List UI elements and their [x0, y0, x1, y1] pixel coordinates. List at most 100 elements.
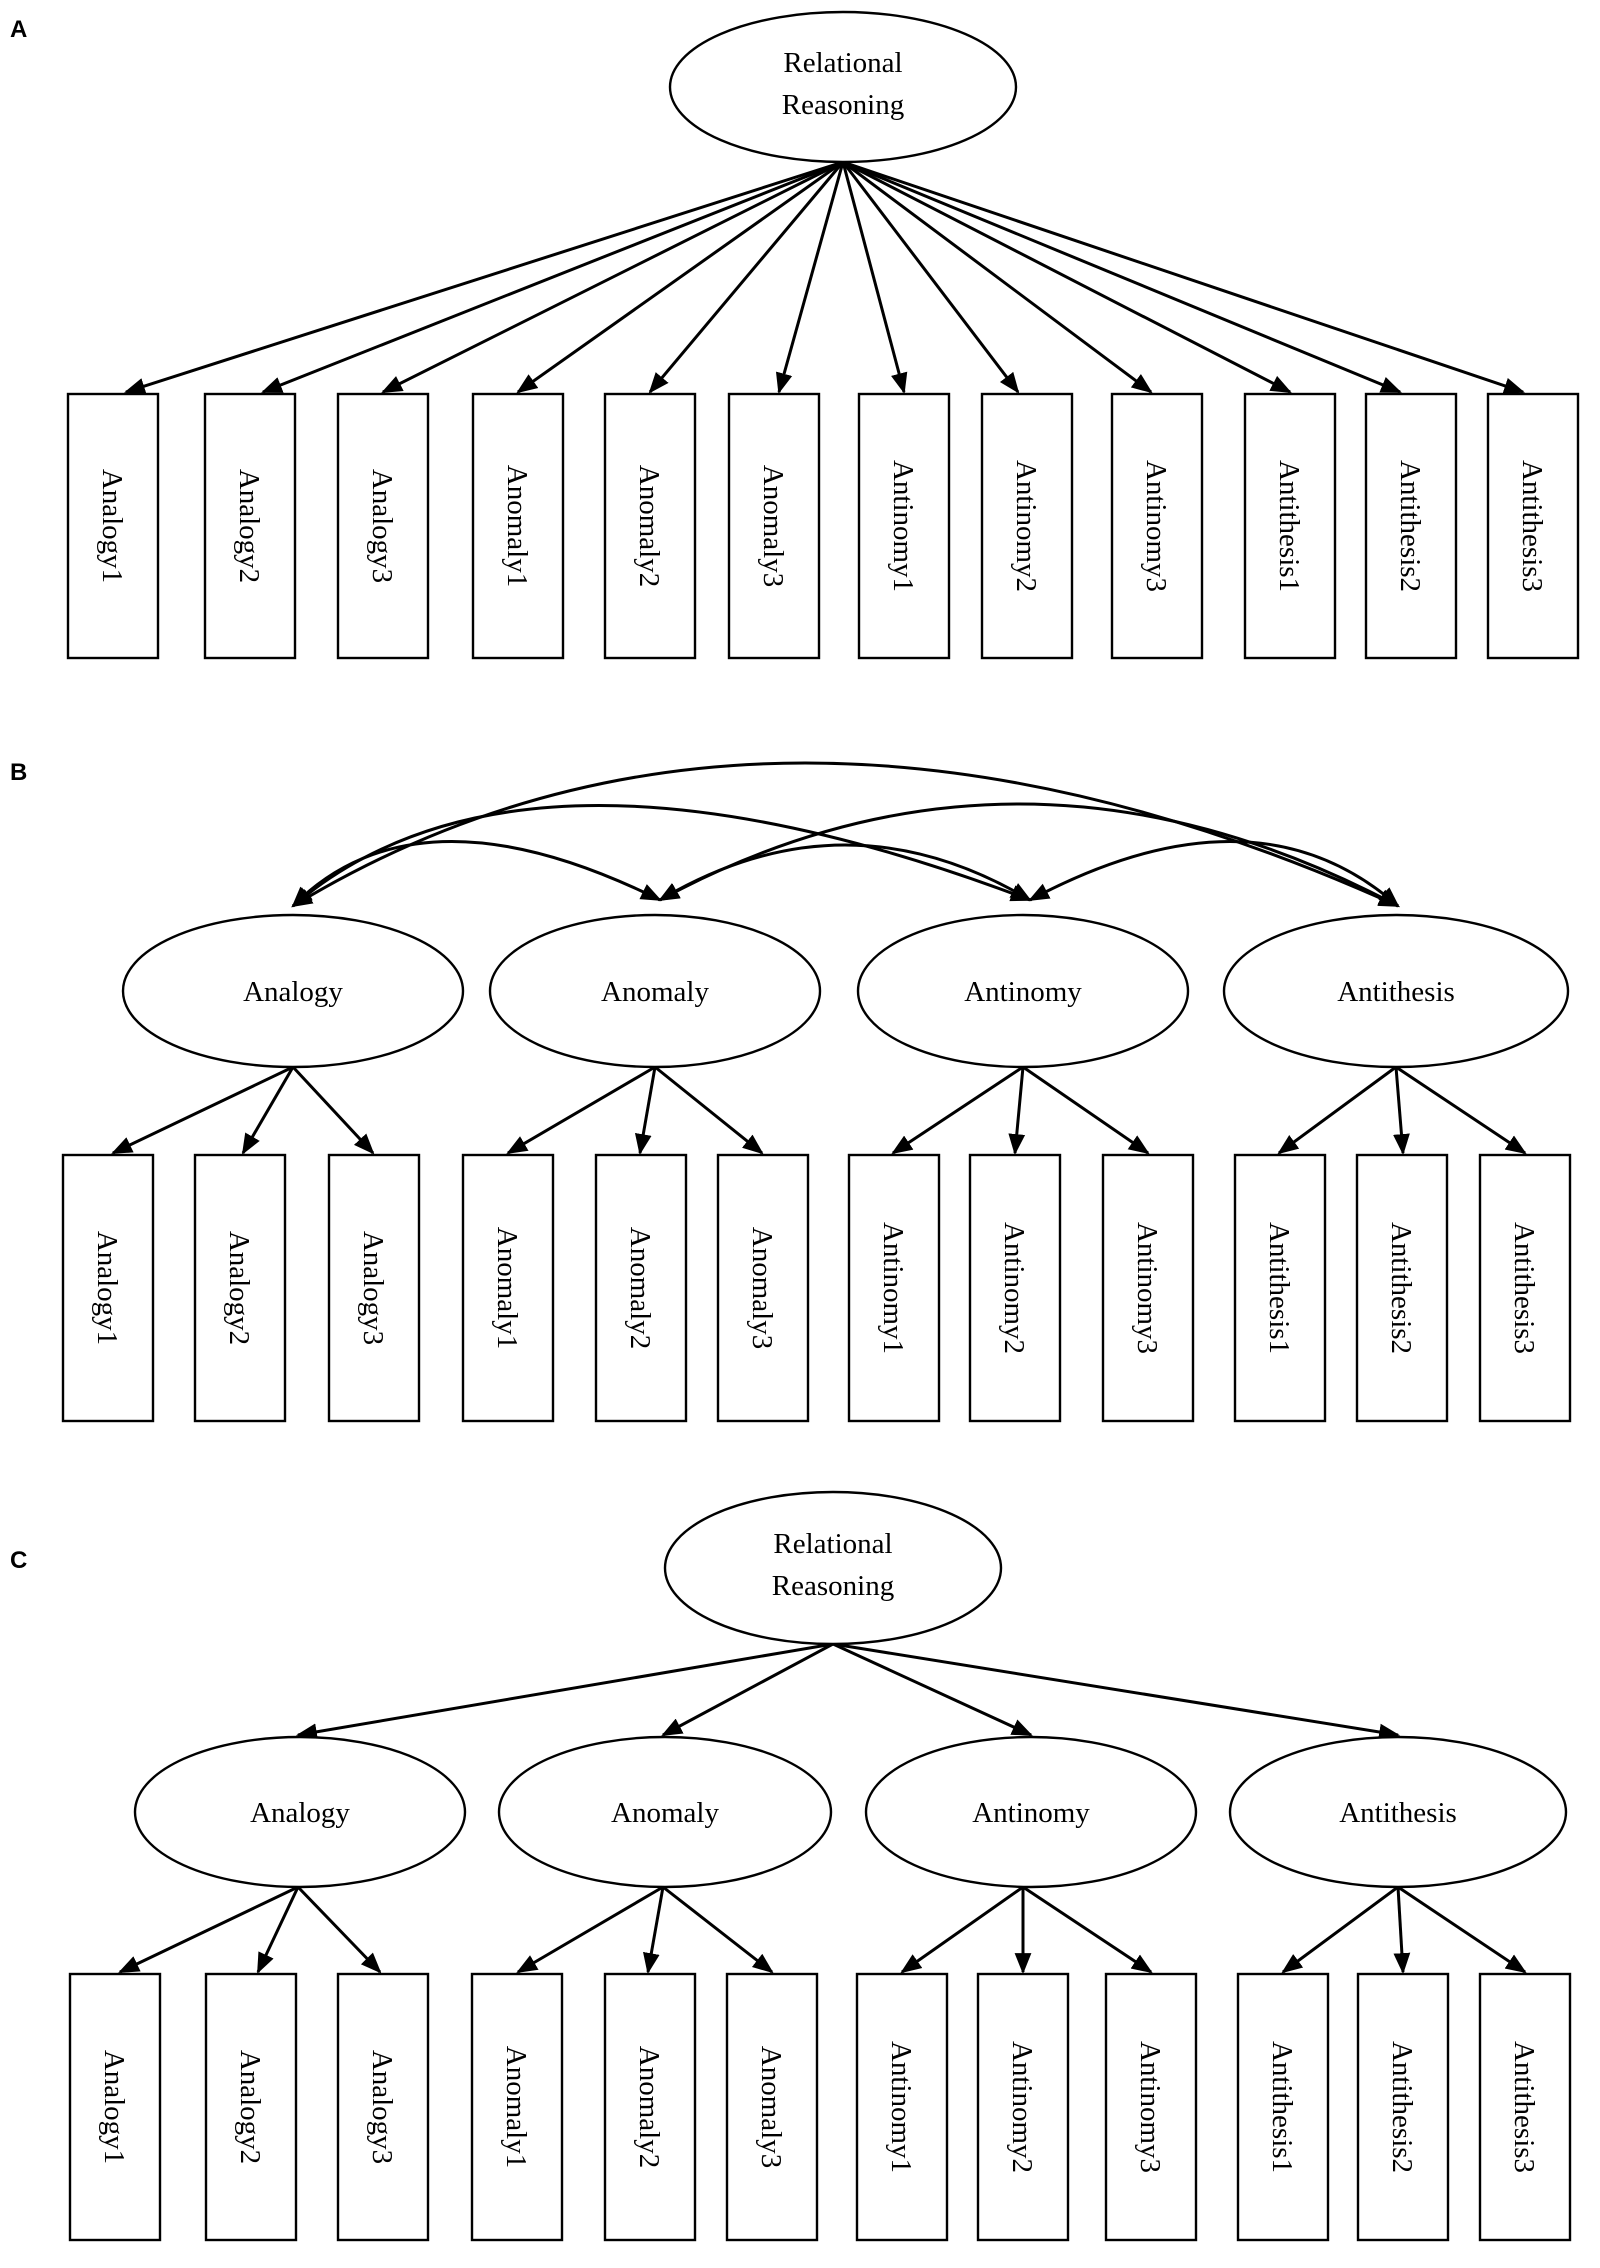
edge-c-6: [662, 1885, 774, 1974]
edge-b-3: [291, 1065, 375, 1155]
panel-a: A Relational Reasoning Analogy1 Analogy2…: [10, 10, 1580, 660]
indicator-box: Antithesis3: [1478, 1972, 1572, 2242]
loadings-b: [111, 1065, 1527, 1156]
factor-anomaly-c: Anomaly: [497, 1735, 833, 1889]
indicator-label: Analogy2: [234, 2050, 266, 2164]
indicator-box: Analogy1: [61, 1153, 155, 1423]
edge-c-4: [516, 1885, 664, 1974]
indicator-box: Antithesis1: [1243, 392, 1337, 660]
panel-b: B Analogy Anomaly Antinomy: [10, 759, 1572, 1423]
edge-b-12: [1395, 1065, 1527, 1155]
factor-ellipse: [663, 1490, 1003, 1646]
factor-label: Analogy: [250, 1797, 350, 1829]
edge-c-1: [118, 1885, 299, 1974]
edge-b-7: [891, 1065, 1024, 1155]
factor-analogy-c: Analogy: [133, 1735, 467, 1889]
edge-c-2: [256, 1886, 300, 1974]
indicator-box: Anomaly1: [471, 392, 565, 660]
indicator-box: Antinomy3: [1101, 1153, 1195, 1423]
indicator-label: Antinomy2: [998, 1222, 1030, 1354]
indicator-label: Antinomy1: [885, 2041, 917, 2173]
covariance-analogy-antinomy: [291, 804, 1032, 908]
indicator-label: Antithesis2: [1385, 1222, 1417, 1354]
indicator-box: Antinomy2: [968, 1153, 1062, 1423]
covariance-anomaly-antithesis: [658, 802, 1400, 908]
edge-c-top-1: [295, 1642, 834, 1741]
indicator-label: Anomaly1: [500, 2046, 532, 2168]
indicator-label: Analogy2: [223, 1231, 255, 1345]
indicator-label: Anomaly1: [501, 465, 533, 587]
indicator-box: Analogy1: [66, 392, 160, 660]
factor-label-line2: Reasoning: [782, 89, 904, 121]
edge-a-1: [124, 160, 844, 395]
edge-a-6: [775, 161, 845, 395]
indicator-box: Anomaly2: [603, 1972, 697, 2242]
factors-b: Analogy Anomaly Antinomy Antithesis: [121, 913, 1570, 1069]
edge-c-9: [1022, 1885, 1153, 1974]
indicator-box: Anomaly3: [725, 1972, 819, 2242]
edge-b-9: [1022, 1065, 1150, 1155]
indicator-box: Anomaly2: [603, 392, 697, 660]
indicator-label: Anomaly3: [755, 2046, 787, 2168]
indicator-row-b: Analogy1 Analogy2 Analogy3 Anomaly1 Anom…: [61, 1153, 1572, 1423]
indicator-label: Antithesis2: [1394, 460, 1426, 592]
edge-a-11: [842, 160, 1402, 394]
indicator-label: Analogy2: [233, 469, 265, 583]
indicator-box: Anomaly1: [461, 1153, 555, 1423]
indicator-box: Analogy3: [336, 392, 430, 660]
indicator-box: Antinomy1: [855, 1972, 949, 2242]
indicator-label: Antinomy3: [1131, 1222, 1163, 1354]
indicator-box: Analogy3: [336, 1972, 430, 2242]
indicator-label: Antinomy2: [1006, 2041, 1038, 2173]
edge-a-8: [841, 161, 1020, 394]
indicator-label: Analogy1: [91, 1231, 123, 1345]
factor-label: Anomaly: [601, 976, 709, 1008]
indicator-box: Anomaly1: [470, 1972, 564, 2242]
edge-b-5: [634, 1066, 657, 1156]
covariance-analogy-anomaly: [291, 839, 662, 908]
edge-a-9: [842, 160, 1153, 394]
edge-c-top-4: [832, 1642, 1401, 1741]
factor-label: Antithesis: [1339, 1797, 1457, 1829]
edge-b-10: [1277, 1065, 1397, 1155]
factor-label: Antinomy: [972, 1797, 1090, 1829]
edge-c-12: [1397, 1885, 1527, 1974]
indicator-box: Antinomy2: [976, 1972, 1070, 2242]
edge-c-10: [1281, 1885, 1399, 1974]
factor-correlations-b: [291, 761, 1400, 908]
indicator-label: Antithesis1: [1273, 460, 1305, 592]
factor-ellipse: [668, 10, 1018, 164]
factor-antinomy-c: Antinomy: [864, 1735, 1198, 1889]
edge-a-12: [842, 160, 1525, 394]
indicator-label: Antinomy1: [877, 1222, 909, 1354]
indicator-box: Analogy2: [203, 392, 297, 660]
panel-label-a: A: [10, 16, 27, 43]
indicator-box: Antithesis1: [1233, 1153, 1327, 1423]
indicator-label: Anomaly2: [633, 465, 665, 587]
indicator-label: Anomaly2: [624, 1227, 656, 1349]
indicator-label: Antinomy2: [1010, 460, 1042, 592]
indicator-label: Analogy1: [96, 469, 128, 583]
indicator-box: Analogy2: [193, 1153, 287, 1423]
indicator-label: Antithesis3: [1516, 460, 1548, 592]
indicator-label: Antithesis2: [1386, 2041, 1418, 2173]
indicator-label: Anomaly2: [633, 2046, 665, 2168]
higher-order-edges-c: [295, 1642, 1401, 1741]
edge-b-11: [1393, 1066, 1410, 1156]
factor-label: Antinomy: [964, 976, 1082, 1008]
indicator-box: Anomaly3: [727, 392, 821, 660]
factor-antithesis-c: Antithesis: [1228, 1735, 1568, 1889]
indicator-box: Antinomy3: [1104, 1972, 1198, 2242]
indicator-label: Antithesis1: [1263, 1222, 1295, 1354]
edge-c-top-3: [832, 1642, 1033, 1737]
factor-antithesis-b: Antithesis: [1222, 913, 1570, 1069]
indicator-label: Anomaly3: [746, 1227, 778, 1349]
indicator-box: Antinomy1: [857, 392, 951, 660]
edge-c-3: [296, 1885, 382, 1974]
indicator-box: Antithesis2: [1356, 1972, 1450, 2242]
factor-analogy-b: Analogy: [121, 913, 465, 1069]
indicator-label: Anomaly3: [757, 465, 789, 587]
panel-label-b: B: [10, 759, 27, 786]
panel-c: C Relational Reasoning A: [10, 1490, 1572, 2242]
edge-b-2: [241, 1066, 295, 1155]
